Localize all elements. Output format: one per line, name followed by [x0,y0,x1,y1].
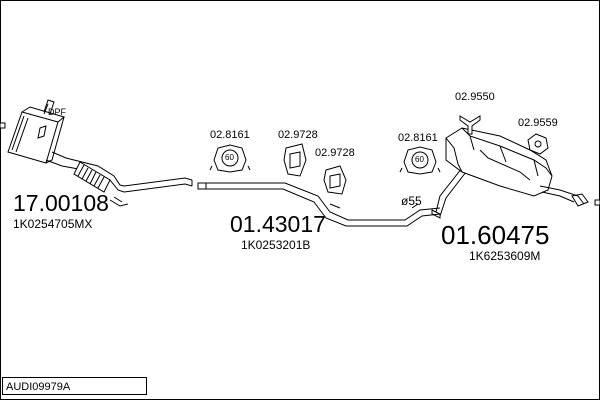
leader-lines [43,103,419,209]
clamp-60-right [399,146,441,175]
pipe-diameter-label: ø55 [401,194,422,208]
fitting-ref-6: 02.9559 [518,117,558,129]
oem-number-1: 1K0254705MX [13,217,93,231]
clamp-marking-left: 60 [225,153,234,162]
part-number-3: 01.60475 [441,220,550,250]
middle-pipe [191,180,441,227]
bracket-1 [459,115,481,135]
dpf-outlet-pipe [45,151,193,207]
clamp-marking-right: 60 [415,155,424,164]
fitting-ref-1: 02.8161 [210,129,250,141]
fitting-ref-2: 02.9728 [278,129,318,141]
fitting-ref-3: 02.9728 [315,147,355,159]
fitting-ref-5: 02.9550 [455,91,495,103]
dpf-label: DPF [48,107,66,117]
hanger-2 [323,165,347,195]
rear-silencer [431,127,589,219]
part-number-2: 01.43017 [230,211,326,237]
bracket-2 [527,133,549,155]
edge-marker-right [594,199,600,206]
edge-marker-left [0,122,6,129]
dpf-unit [7,99,66,164]
drawing-reference-box: AUDI09979A [2,377,147,395]
hanger-1 [283,143,307,177]
oem-number-3: 1K6253609M [469,249,541,263]
fitting-ref-4: 02.8161 [398,132,438,144]
oem-number-2: 1K0253201B [241,238,311,252]
clamp-60-left [209,144,251,173]
part-number-1: 17.00108 [13,190,109,216]
